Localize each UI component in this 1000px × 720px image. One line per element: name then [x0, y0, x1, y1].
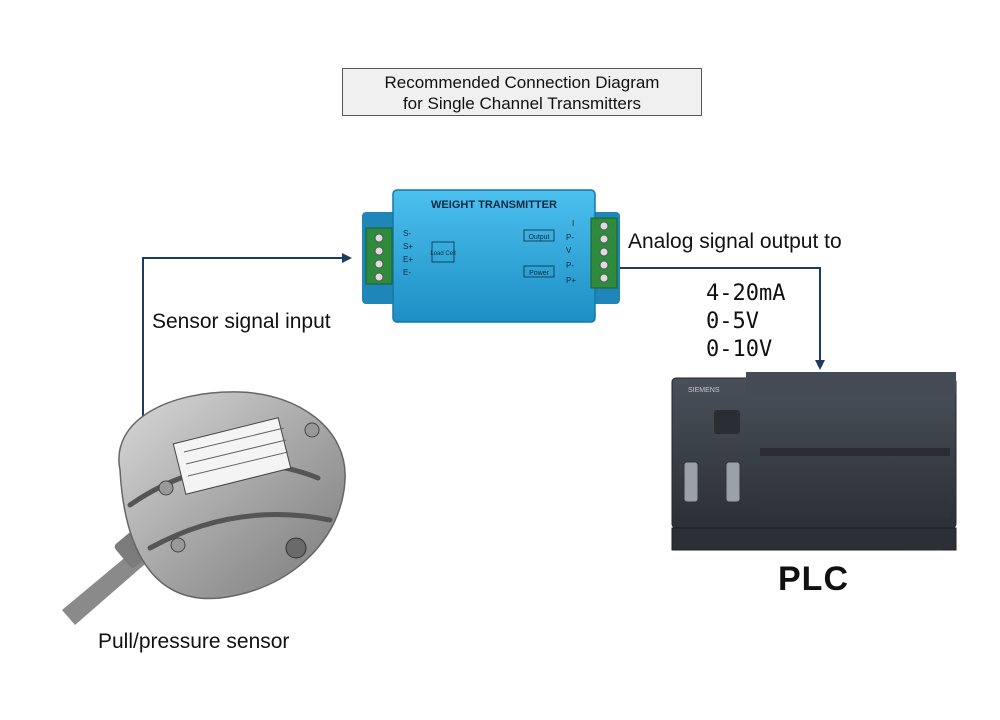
tx-in-pin-1: S-: [403, 229, 411, 238]
analog-output-label: Analog signal output to: [628, 230, 842, 253]
signal-type-list: 4-20mA 0-5V 0-10V: [706, 280, 785, 364]
tx-out-pin-2: P-: [566, 233, 574, 242]
tx-in-pin-3: E+: [403, 255, 413, 264]
weight-transmitter: WEIGHT TRANSMITTER S- S+ E+ E- Load Cell…: [362, 189, 620, 323]
tx-output-group: Output: [528, 234, 549, 241]
signal-type-item: 4-20mA: [706, 281, 786, 306]
tx-power-group: Power: [529, 270, 550, 277]
title-line-1: Recommended Connection Diagram: [384, 73, 660, 92]
tx-in-pin-2: S+: [403, 242, 413, 251]
tx-out-pin-4: P-: [566, 261, 574, 270]
signal-type-item: 0-10V: [706, 337, 773, 362]
title-line-2: for Single Channel Transmitters: [402, 94, 642, 113]
diagram-title: Recommended Connection Diagram for Singl…: [342, 68, 702, 116]
sensor-to-transmitter-arrow: [142, 253, 352, 420]
transmitter-name: WEIGHT TRANSMITTER: [431, 199, 557, 211]
tx-out-pin-3: V: [566, 246, 572, 255]
plc-device: SIEMENS: [671, 372, 957, 551]
transmitter-to-plc-arrow: [612, 267, 825, 370]
load-cell-sensor: [62, 391, 346, 625]
tx-in-pin-4: E-: [403, 268, 411, 277]
tx-input-group: Load Cell: [430, 251, 455, 257]
tx-out-pin-1: I: [572, 219, 574, 228]
plc-label: PLC: [778, 560, 849, 598]
plc-brand: SIEMENS: [688, 387, 720, 394]
tx-out-pin-5: P+: [566, 276, 576, 285]
sensor-input-label: Sensor signal input: [152, 310, 331, 333]
signal-type-item: 0-5V: [706, 309, 759, 334]
sensor-name-label: Pull/pressure sensor: [98, 630, 290, 653]
